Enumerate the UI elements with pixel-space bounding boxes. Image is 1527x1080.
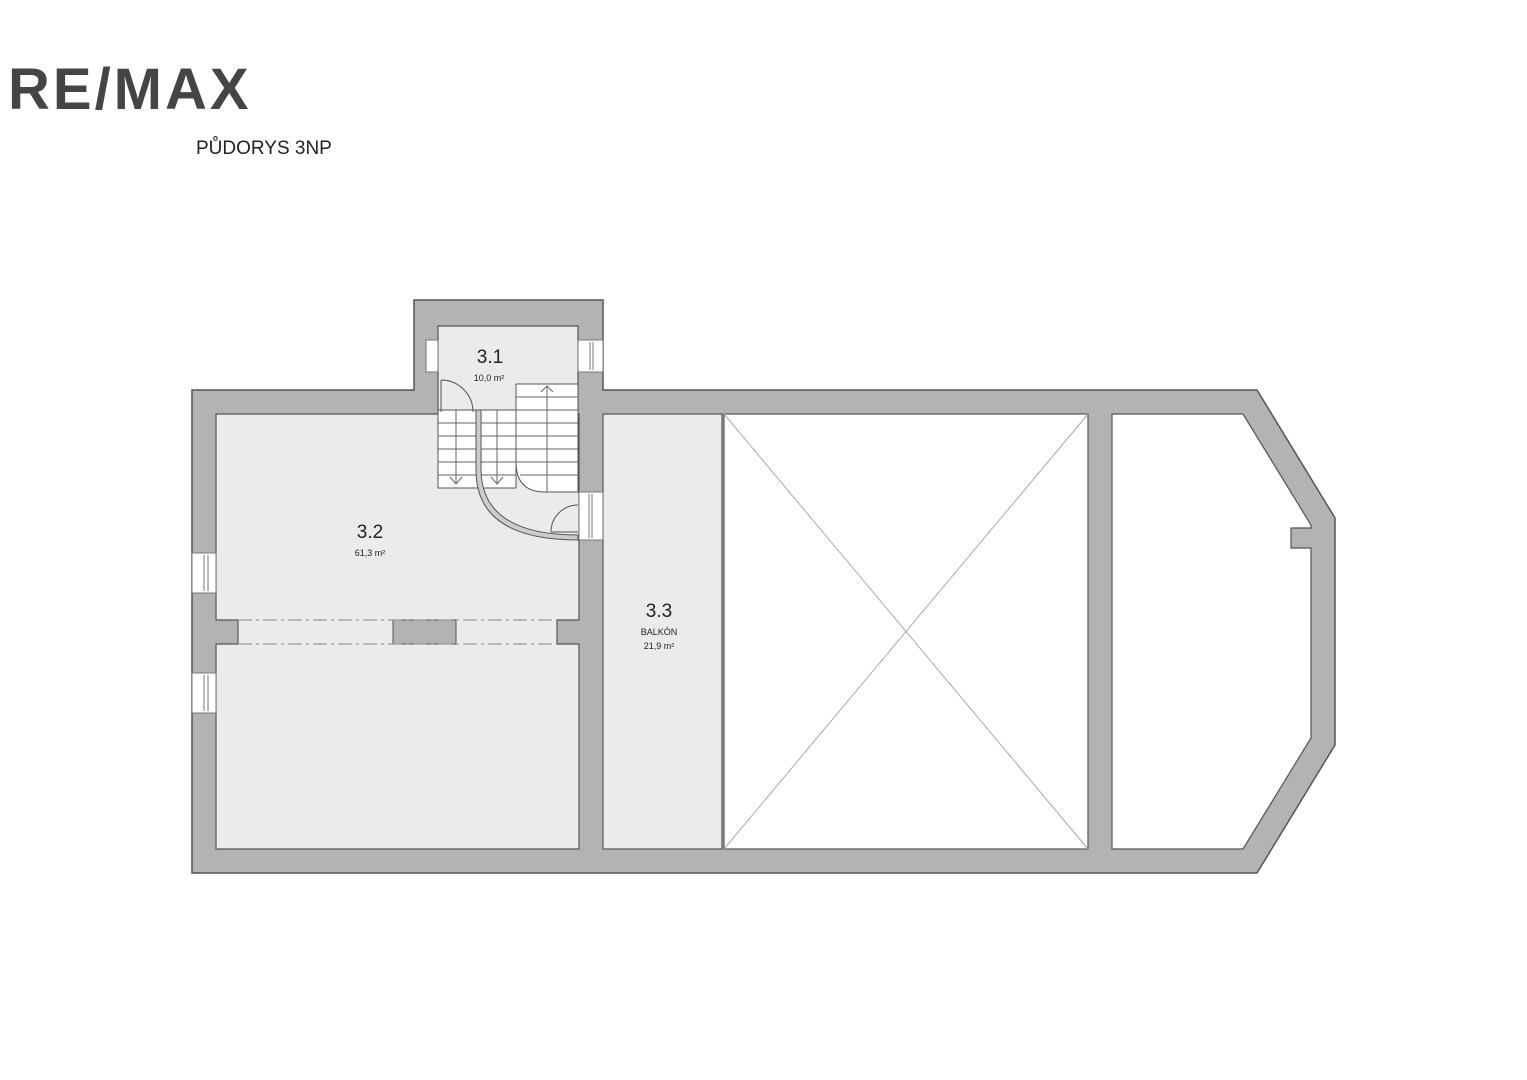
staircase [437,383,579,541]
room-3-1-number: 3.1 [477,347,503,368]
room-3-3-floor [602,413,723,850]
door-swing [440,379,474,413]
balcony-door-frame [578,491,604,541]
handrail [475,409,579,541]
void-cross-line [723,413,1089,850]
room-3-2-number: 3.2 [357,522,383,543]
room-3-3-area: 21,9 m² [644,641,675,651]
plan-title: PŮDORYS 3NP [196,138,332,159]
right-room-floor [1111,413,1312,850]
room-3-3-number: 3.3 [646,601,672,622]
room-3-1-area: 10,0 m² [474,373,505,383]
window [577,339,604,373]
room-3-2-area: 61,3 m² [355,548,386,558]
window [425,339,439,373]
door-swing [550,504,579,533]
window [191,672,217,714]
room-3-3-name: BALKÓN [641,627,678,637]
column [392,619,457,645]
remax-logo: RE/MAX [8,57,252,122]
window [191,552,217,594]
